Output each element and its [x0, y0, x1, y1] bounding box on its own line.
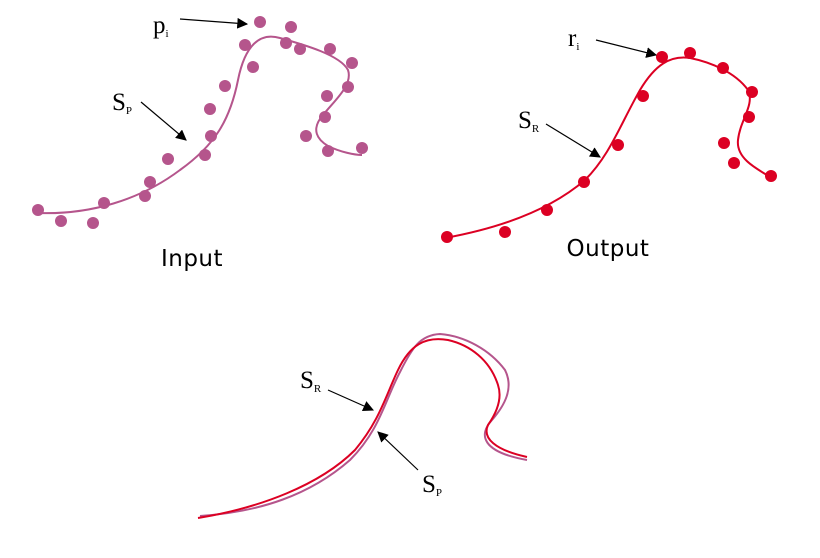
arrow-pi	[179, 17, 249, 29]
sample-point	[219, 80, 231, 92]
sample-point	[285, 21, 297, 33]
sample-point	[684, 47, 696, 59]
sample-point	[743, 111, 755, 123]
sample-point	[728, 157, 740, 169]
curve-label-sr-comparison: SR	[300, 367, 322, 395]
arrow-sp-input	[140, 101, 187, 141]
sample-point	[55, 215, 67, 227]
sample-point	[765, 170, 777, 182]
panel-title-output: Output	[567, 236, 650, 262]
sample-point	[322, 145, 334, 157]
output-panel: ri SR Output	[441, 25, 777, 262]
output-points	[441, 47, 777, 243]
arrow-sp-comparison	[377, 431, 419, 471]
sample-point	[656, 51, 668, 63]
point-label-pi: pi	[153, 12, 169, 40]
input-panel: pi SP Input	[32, 12, 368, 272]
sample-point	[441, 231, 453, 243]
panel-title-input: Input	[161, 246, 223, 272]
curve-label-sp-input: SP	[112, 89, 132, 117]
sample-point	[578, 176, 590, 188]
arrow-sr-comparison	[327, 389, 374, 411]
sample-point	[280, 37, 292, 49]
sample-point	[718, 137, 730, 149]
sample-point	[637, 90, 649, 102]
point-label-ri: ri	[568, 25, 579, 53]
sample-point	[746, 86, 758, 98]
comparison-panel: SR SP	[197, 332, 528, 519]
comparison-curve-sr	[197, 338, 528, 519]
sample-point	[162, 153, 174, 165]
sample-point	[356, 142, 368, 154]
curve-label-sp-comparison: SP	[422, 471, 442, 499]
sample-point	[199, 149, 211, 161]
sample-point	[541, 204, 553, 216]
input-curve-sp	[36, 35, 363, 215]
curve-label-sr-output: SR	[518, 107, 540, 135]
sample-point	[139, 190, 151, 202]
arrow-sr-output	[545, 123, 601, 158]
sample-point	[342, 81, 354, 93]
sample-point	[346, 57, 358, 69]
comparison-curve-sp	[199, 332, 528, 517]
sample-point	[319, 111, 331, 123]
sample-point	[717, 62, 729, 74]
input-points	[32, 16, 368, 229]
sample-point	[294, 43, 306, 55]
sample-point	[324, 43, 336, 55]
sample-point	[321, 90, 333, 102]
sample-point	[239, 39, 251, 51]
sample-point	[144, 176, 156, 188]
arrow-ri	[595, 39, 658, 58]
sample-point	[254, 16, 266, 28]
sample-point	[205, 130, 217, 142]
sample-point	[300, 130, 312, 142]
sample-point	[87, 217, 99, 229]
output-curve-sr	[444, 56, 773, 239]
sample-point	[247, 61, 259, 73]
sample-point	[204, 103, 216, 115]
sample-point	[612, 139, 624, 151]
sample-point	[32, 204, 44, 216]
sample-point	[499, 226, 511, 238]
sample-point	[98, 197, 110, 209]
